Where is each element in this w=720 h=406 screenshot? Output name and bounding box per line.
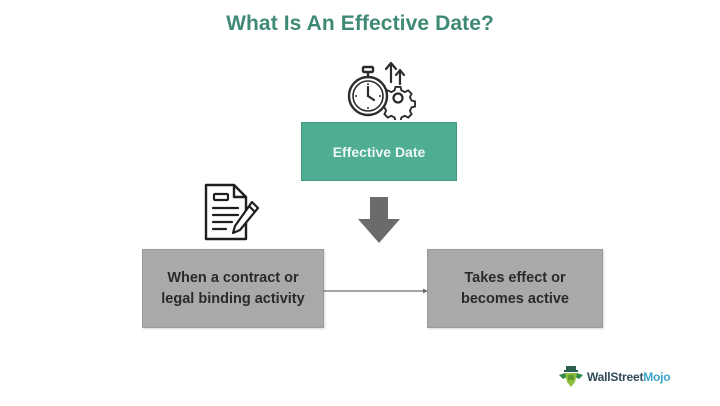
logo-text-part1: WallStreet xyxy=(587,370,644,384)
document-pen-icon xyxy=(204,183,260,241)
down-arrow-icon xyxy=(358,197,400,243)
effective-date-label: Effective Date xyxy=(332,143,426,160)
stopwatch-gear-arrows-icon xyxy=(347,61,416,120)
effective-date-node: Effective Date xyxy=(301,122,457,181)
logo-text: WallStreetMojo xyxy=(587,370,671,384)
wallstreetmojo-mascot-icon xyxy=(559,366,583,387)
wallstreetmojo-logo: WallStreetMojo xyxy=(558,366,671,388)
takes-effect-node: Takes effect or becomes active xyxy=(427,249,603,328)
connector-arrow xyxy=(323,288,428,294)
contract-activity-line2: legal binding activity xyxy=(161,290,305,307)
contract-activity-line1: When a contract or xyxy=(167,269,299,286)
takes-effect-line1: Takes effect or xyxy=(464,269,566,286)
contract-activity-node: When a contract or legal binding activit… xyxy=(142,249,324,328)
page-title: What Is An Effective Date? xyxy=(226,12,494,35)
takes-effect-line2: becomes active xyxy=(460,290,569,307)
logo-text-part2: Mojo xyxy=(643,370,671,384)
